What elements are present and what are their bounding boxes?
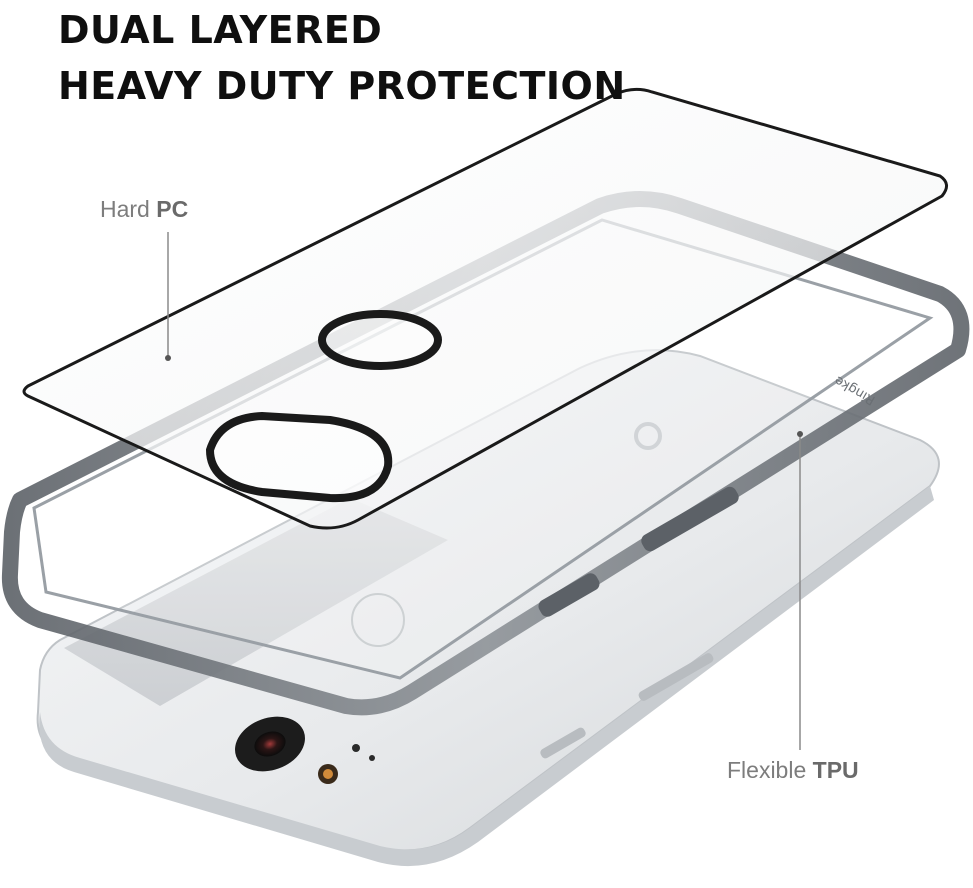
flexible-tpu-callout-emphasis: TPU: [812, 757, 859, 783]
hard-pc-callout-prefix: Hard: [100, 196, 150, 222]
g-logo-icon: [634, 422, 662, 450]
headline-line-2: HEAVY DUTY PROTECTION: [58, 64, 626, 108]
fingerprint-sensor-icon: [351, 593, 405, 647]
tpu-button-cover-icon: [641, 486, 739, 552]
hard-pc-callout: Hard PC: [100, 196, 188, 223]
headline: DUAL LAYERED HEAVY DUTY PROTECTION: [58, 2, 626, 114]
pc-camera-cutout-icon: [205, 411, 393, 503]
headline-line-1: DUAL LAYERED: [58, 8, 383, 52]
flexible-tpu-callout: Flexible TPU: [727, 757, 859, 784]
flexible-tpu-callout-prefix: Flexible: [727, 757, 807, 783]
volume-rocker-icon: [540, 727, 586, 759]
tpu-volume-cover-icon: [538, 573, 600, 617]
case-brand-label: Ringke: [832, 372, 878, 407]
power-button-icon: [638, 653, 714, 701]
hard-pc-callout-emphasis: PC: [156, 196, 189, 222]
hard-pc-panel: [22, 87, 948, 530]
pc-fingerprint-cutout-icon: [318, 310, 442, 370]
camera-icon: [235, 716, 375, 784]
